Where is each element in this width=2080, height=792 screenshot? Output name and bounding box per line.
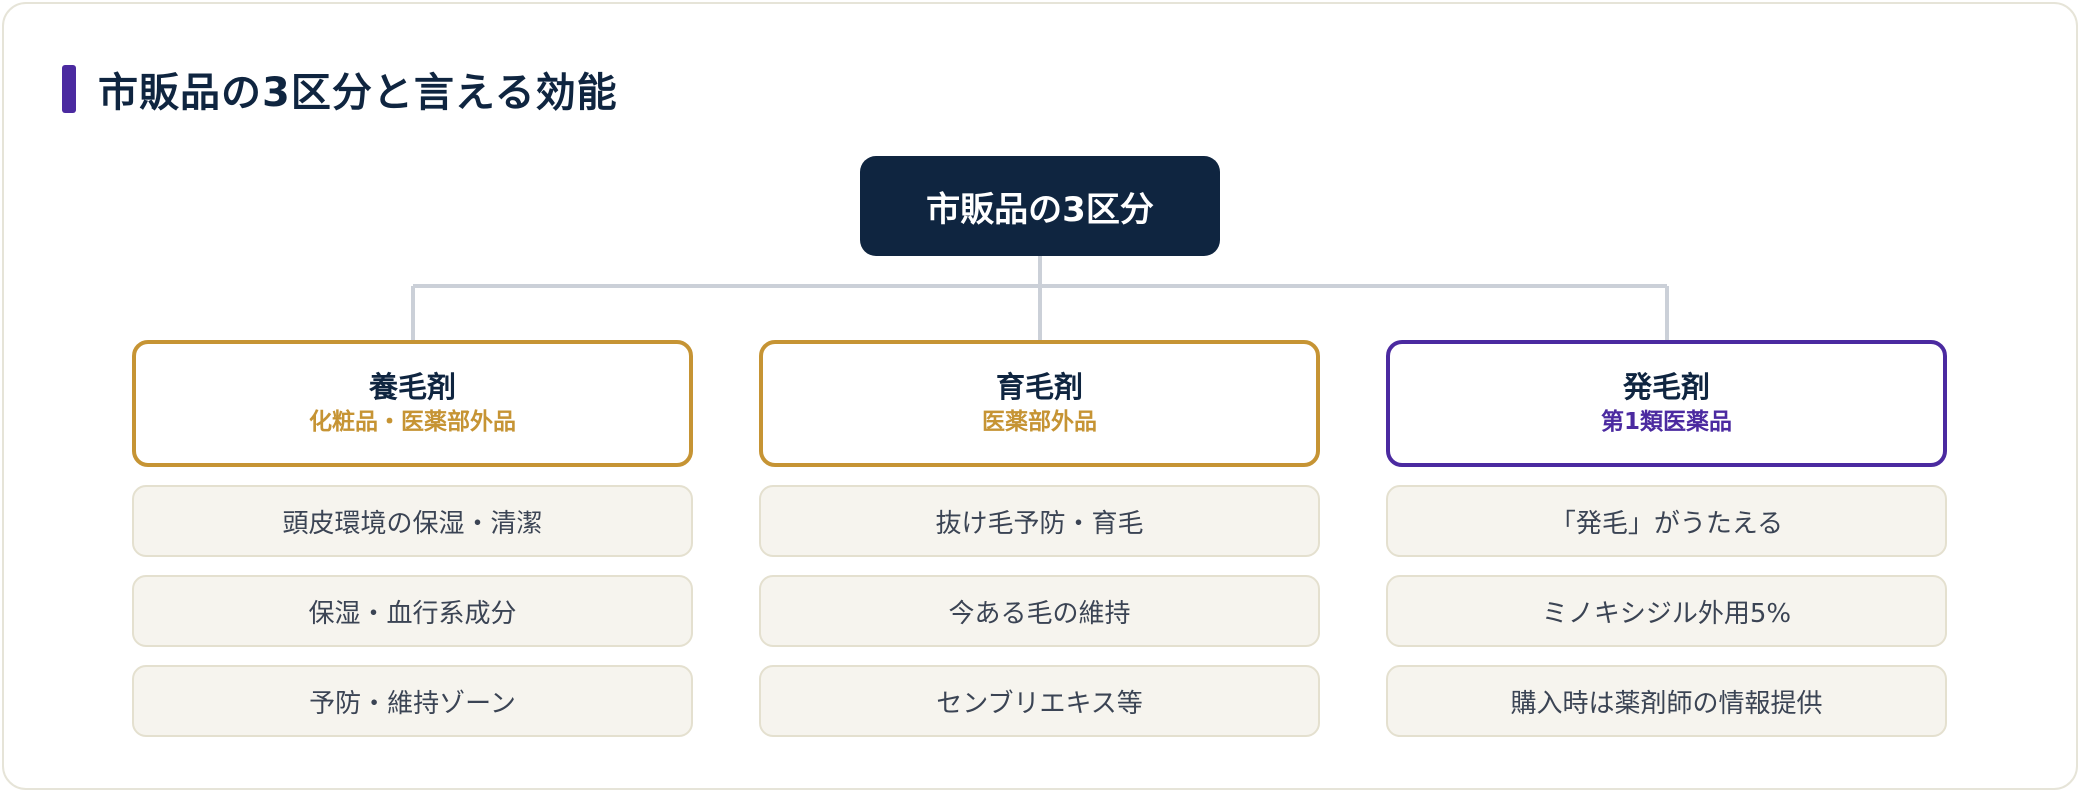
feature-item: 頭皮環境の保湿・清潔 bbox=[132, 485, 693, 557]
category-node-1: 養毛剤 化粧品・医薬部外品 bbox=[132, 340, 693, 467]
category-subtitle: 第1類医薬品 bbox=[1600, 409, 1732, 436]
feature-item: 抜け毛予防・育毛 bbox=[759, 485, 1320, 557]
category-title: 発毛剤 bbox=[1622, 370, 1710, 405]
category-subtitle: 化粧品・医薬部外品 bbox=[309, 409, 516, 436]
category-title: 養毛剤 bbox=[368, 370, 456, 405]
feature-item: センブリエキス等 bbox=[759, 665, 1320, 737]
section-heading: 市販品の3区分と言える効能 bbox=[62, 60, 618, 118]
feature-item: 予防・維持ゾーン bbox=[132, 665, 693, 737]
page-title: 市販品の3区分と言える効能 bbox=[98, 70, 618, 116]
category-subtitle: 医薬部外品 bbox=[982, 409, 1097, 436]
category-node-3: 発毛剤 第1類医薬品 bbox=[1386, 340, 1947, 467]
feature-item: 購入時は薬剤師の情報提供 bbox=[1386, 665, 1947, 737]
heading-accent-bar bbox=[62, 65, 76, 113]
category-title: 育毛剤 bbox=[995, 370, 1083, 405]
feature-item: 保湿・血行系成分 bbox=[132, 575, 693, 647]
feature-item: ミノキシジル外用5% bbox=[1386, 575, 1947, 647]
feature-item: 今ある毛の維持 bbox=[759, 575, 1320, 647]
feature-item: 「発毛」がうたえる bbox=[1386, 485, 1947, 557]
root-node: 市販品の3区分 bbox=[860, 156, 1220, 256]
category-node-2: 育毛剤 医薬部外品 bbox=[759, 340, 1320, 467]
